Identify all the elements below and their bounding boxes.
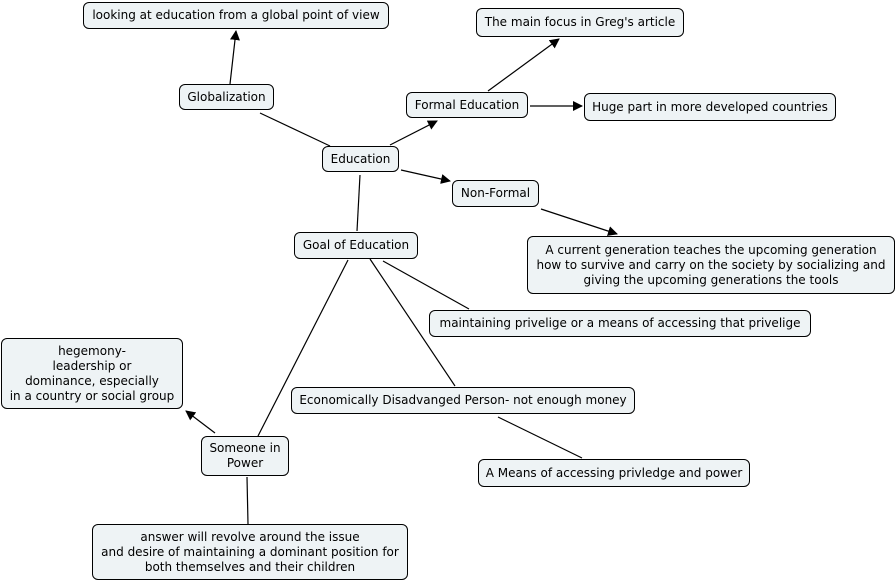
edge-power-to-dominant <box>246 476 249 525</box>
node-dominant-position[interactable]: answer will revolve around the issue and… <box>92 524 408 580</box>
node-maintaining-privilege[interactable]: maintaining privelige or a means of acce… <box>429 310 811 337</box>
edge-goal-to-power <box>257 259 349 437</box>
edge-goal-to-disadvantaged <box>369 258 456 387</box>
edge-disadvantaged-to-means <box>497 416 583 459</box>
node-developed-countries[interactable]: Huge part in more developed countries <box>584 93 836 121</box>
node-goal-of-education[interactable]: Goal of Education <box>294 232 418 259</box>
edge-power-to-hegemony <box>185 410 216 434</box>
node-gregs-article[interactable]: The main focus in Greg's article <box>476 8 684 37</box>
edge-nonformal-to-generation <box>540 208 618 236</box>
edge-education-to-formal <box>389 120 438 146</box>
edge-globalization-to-education <box>259 112 331 147</box>
node-formal-education[interactable]: Formal Education <box>406 92 528 118</box>
node-global-view[interactable]: looking at education from a global point… <box>83 2 389 29</box>
node-non-formal[interactable]: Non-Formal <box>452 180 539 207</box>
edge-education-to-goal <box>356 174 361 232</box>
node-someone-in-power[interactable]: Someone in Power <box>201 436 289 476</box>
node-globalization[interactable]: Globalization <box>179 84 274 110</box>
edge-formal-to-article <box>487 38 560 92</box>
edge-goal-to-privilege <box>382 260 470 310</box>
node-education[interactable]: Education <box>322 146 399 172</box>
node-generation[interactable]: A current generation teaches the upcomin… <box>527 236 895 294</box>
node-economically-disadvantaged[interactable]: Economically Disadvanged Person- not eno… <box>291 387 635 414</box>
node-hegemony[interactable]: hegemony- leadership or dominance, espec… <box>1 338 183 409</box>
edge-education-to-nonformal <box>400 169 451 184</box>
node-means-of-accessing[interactable]: A Means of accessing privledge and power <box>478 459 750 487</box>
edge-globalization-to-global-view <box>229 30 240 85</box>
